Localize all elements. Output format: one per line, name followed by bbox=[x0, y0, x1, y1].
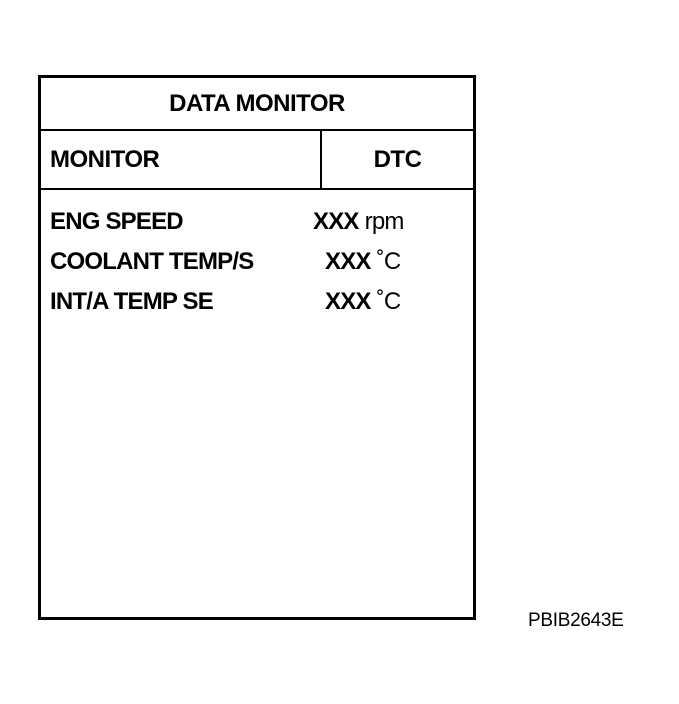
tab-dtc[interactable]: DTC bbox=[373, 145, 422, 173]
item-value-number: XXX bbox=[325, 288, 371, 315]
item-value: XXX˚C bbox=[325, 288, 402, 316]
item-value: XXX˚C bbox=[325, 248, 402, 276]
item-name: ENG SPEED bbox=[50, 208, 184, 235]
item-name: INT/A TEMP SE bbox=[50, 288, 214, 315]
item-unit: ˚C bbox=[376, 288, 402, 315]
tab-row: MONITOR DTC bbox=[41, 131, 473, 190]
monitor-item-coolant-temp: COOLANT TEMP/S XXX˚C bbox=[41, 248, 473, 288]
monitor-item-int-a-temp: INT/A TEMP SE XXX˚C bbox=[41, 288, 473, 328]
screen-title: DATA MONITOR bbox=[41, 78, 473, 131]
item-unit: rpm bbox=[364, 208, 405, 235]
item-value-number: XXX bbox=[313, 208, 359, 235]
figure-code: PBIB2643E bbox=[528, 610, 624, 631]
item-name: COOLANT TEMP/S bbox=[50, 248, 254, 275]
item-unit: ˚C bbox=[376, 248, 402, 275]
tab-monitor[interactable]: MONITOR bbox=[41, 131, 322, 188]
item-value-number: XXX bbox=[325, 248, 371, 275]
